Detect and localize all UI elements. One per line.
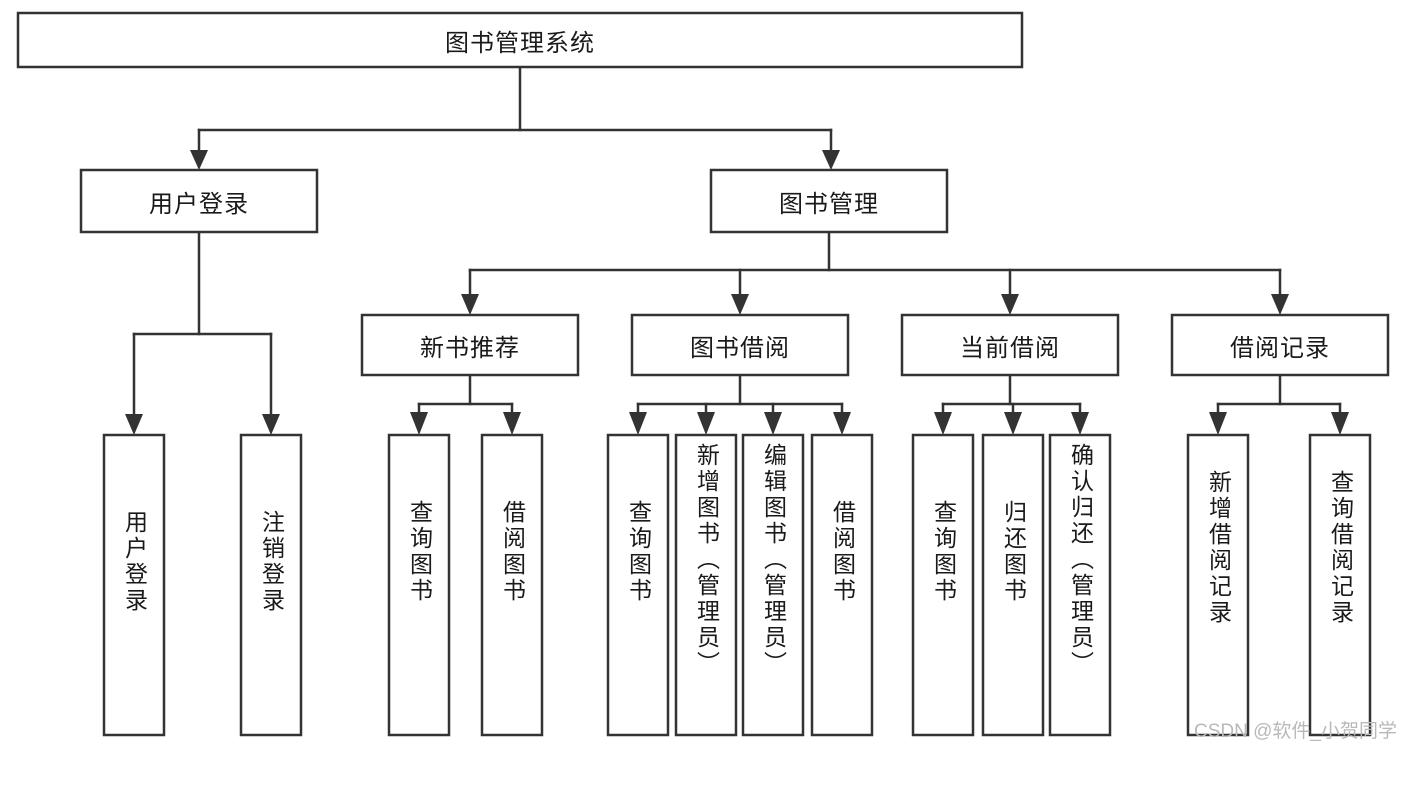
node-box-new-book-recommend[interactable]: [360, 313, 580, 377]
edge-group-book-mgmt-to-level3: [461, 230, 1289, 315]
node-box-leaf-return-book[interactable]: [981, 433, 1045, 737]
diagram-canvas-root: 图书管理系统 用户登录 图书管理 新书推荐 图书借阅 当前借阅 借阅记录 用户登…: [16, 11, 1397, 742]
node-box-leaf-borrow-book-2[interactable]: [810, 433, 874, 737]
node-box-leaf-user-login[interactable]: [102, 433, 166, 737]
node-box-root[interactable]: [16, 11, 1024, 69]
node-box-leaf-query-book-1[interactable]: [387, 433, 451, 737]
arrow-head-to-leaf-query-book-3: [934, 412, 952, 435]
node-box-borrow-record[interactable]: [1170, 313, 1390, 377]
edge-group-book-borrow-to-leaves: [629, 373, 851, 435]
arrow-head-to-current-borrow: [1001, 294, 1019, 315]
edge-group-user-login-to-leaves: [125, 230, 280, 435]
arrow-head-to-leaf-query-record: [1331, 412, 1349, 435]
node-box-leaf-borrow-book-1[interactable]: [480, 433, 544, 737]
arrow-head-to-book-borrow: [731, 294, 749, 315]
arrow-head-to-leaf-confirm-return: [1071, 412, 1089, 435]
arrow-head-to-leaf-edit-book: [764, 412, 782, 435]
node-box-leaf-add-book[interactable]: [674, 433, 738, 737]
node-box-leaf-query-book-2[interactable]: [606, 433, 670, 737]
arrow-head-to-leaf-logout: [262, 414, 280, 435]
arrow-head-to-leaf-query-book-2: [629, 412, 647, 435]
node-box-book-management[interactable]: [709, 168, 949, 234]
node-box-leaf-add-record[interactable]: [1186, 433, 1250, 737]
node-box-leaf-confirm-return[interactable]: [1048, 433, 1112, 737]
arrow-head-to-leaf-add-book: [697, 412, 715, 435]
watermark-text: CSDN @软件_小贺同学: [1194, 721, 1397, 742]
arrow-head-to-book-mgmt: [822, 150, 840, 170]
node-box-leaf-query-book-3[interactable]: [911, 433, 975, 737]
node-box-user-login[interactable]: [79, 168, 319, 234]
node-box-leaf-logout[interactable]: [239, 433, 303, 737]
edge-group-borrow-record-to-leaves: [1209, 373, 1349, 435]
arrow-head-to-leaf-user-login: [125, 414, 143, 435]
node-box-current-borrow[interactable]: [900, 313, 1120, 377]
node-box-book-borrow[interactable]: [630, 313, 850, 377]
arrow-head-to-user-login: [190, 150, 208, 170]
arrow-head-to-leaf-borrow-book-2: [833, 412, 851, 435]
arrow-head-to-leaf-return-book: [1004, 412, 1022, 435]
node-box-leaf-edit-book[interactable]: [741, 433, 805, 737]
arrow-head-to-leaf-query-book-1: [410, 412, 428, 435]
node-box-leaf-query-record[interactable]: [1308, 433, 1372, 737]
arrow-head-to-leaf-borrow-book-1: [503, 412, 521, 435]
tree-diagram-svg: [16, 11, 1390, 737]
arrow-head-to-new-book-rec: [461, 294, 479, 315]
arrow-head-to-leaf-add-record: [1209, 412, 1227, 435]
edge-group-root-to-level2: [190, 65, 840, 170]
arrow-head-to-borrow-record: [1271, 294, 1289, 315]
edge-group-new-book-rec-to-leaves: [410, 373, 521, 435]
edge-group-current-borrow-to-leaves: [934, 373, 1089, 435]
